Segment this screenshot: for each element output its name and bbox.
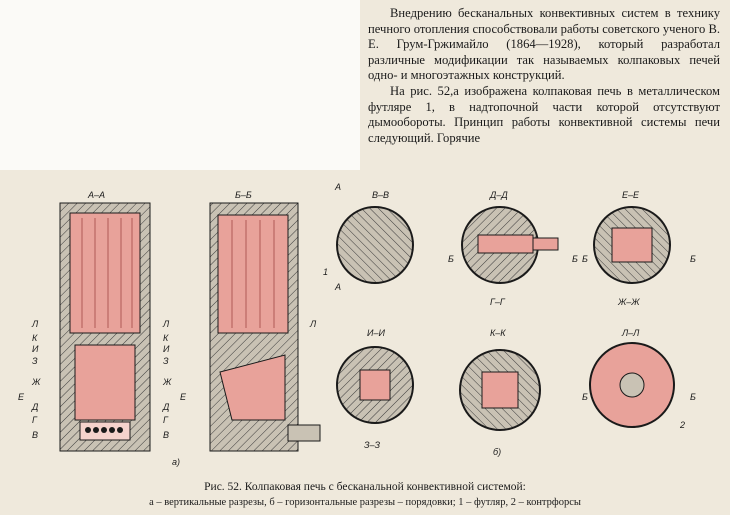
svg-text:Б: Б (690, 392, 696, 402)
svg-text:Л–Л: Л–Л (621, 328, 640, 338)
mark-g: Г (32, 415, 38, 425)
mark-v: В (32, 430, 38, 440)
section-l-l: Л–Л Б Б 2 (582, 328, 696, 430)
mark-d: Д (31, 402, 39, 412)
section-k-k: К–К б) (459, 328, 541, 457)
svg-text:Ж: Ж (162, 377, 172, 387)
caption-title: Рис. 52. Колпаковая печь с бесканальной … (204, 481, 526, 493)
section-a-a: А–А (59, 190, 151, 452)
svg-text:Е–Е: Е–Е (622, 190, 640, 200)
svg-text:Г: Г (163, 415, 169, 425)
svg-text:К: К (163, 333, 169, 343)
part-1-label: 1 (323, 267, 328, 277)
mark-e: Е (18, 392, 25, 402)
mark-l: Л (31, 319, 39, 329)
section-e-e: Е–Е Б Б Ж–Ж (582, 190, 696, 307)
section-title-bb: Б–Б (235, 190, 252, 200)
svg-text:Л: Л (309, 319, 317, 329)
svg-text:Б: Б (582, 392, 588, 402)
svg-text:Б: Б (448, 254, 454, 264)
svg-text:А: А (334, 182, 341, 192)
figure-caption: Рис. 52. Колпаковая печь с бесканальной … (0, 480, 730, 510)
svg-text:З: З (163, 356, 169, 366)
svg-text:Е: Е (180, 392, 187, 402)
section-v-v: В–В А А 1 (323, 182, 414, 292)
figure-letter-b: б) (493, 447, 501, 457)
mark-z: З (32, 356, 38, 366)
svg-text:Б: Б (690, 254, 696, 264)
svg-text:А: А (334, 282, 341, 292)
svg-text:И–И: И–И (367, 328, 385, 338)
figure-letter-a: а) (172, 457, 180, 467)
svg-text:Л: Л (162, 319, 170, 329)
part-2-label: 2 (679, 420, 685, 430)
svg-text:Д: Д (162, 402, 170, 412)
svg-text:В–В: В–В (372, 190, 389, 200)
paragraph-2: На рис. 52,а изображена колпаковая печь … (368, 83, 720, 145)
svg-text:З–З: З–З (364, 440, 381, 450)
section-b-b: Б–Б Л (209, 190, 321, 452)
mark-i: И (32, 344, 39, 354)
level-marks-middle: Л К И З Ж Е Д Г В (162, 319, 187, 440)
body-text: Внедрению бесканальных конвективных сист… (368, 6, 720, 146)
svg-text:Б: Б (572, 254, 578, 264)
svg-text:В: В (163, 430, 169, 440)
svg-text:К–К: К–К (490, 328, 506, 338)
paragraph-1: Внедрению бесканальных конвективных сист… (368, 6, 720, 83)
svg-text:Г–Г: Г–Г (490, 297, 506, 307)
section-title-aa: А–А (87, 190, 105, 200)
svg-text:Б: Б (582, 254, 588, 264)
svg-text:Д–Д: Д–Д (489, 190, 508, 200)
svg-text:Ж–Ж: Ж–Ж (617, 297, 640, 307)
svg-text:И: И (163, 344, 170, 354)
section-i-i: И–И З–З (336, 328, 414, 450)
level-marks-left: Л К И З Ж Е Д Г В (18, 319, 41, 440)
mark-k: К (32, 333, 38, 343)
mark-zh: Ж (31, 377, 41, 387)
section-d-d: Д–Д Б Б Г–Г (448, 190, 578, 307)
caption-legend: а – вертикальные разрезы, б – горизонтал… (149, 497, 581, 508)
